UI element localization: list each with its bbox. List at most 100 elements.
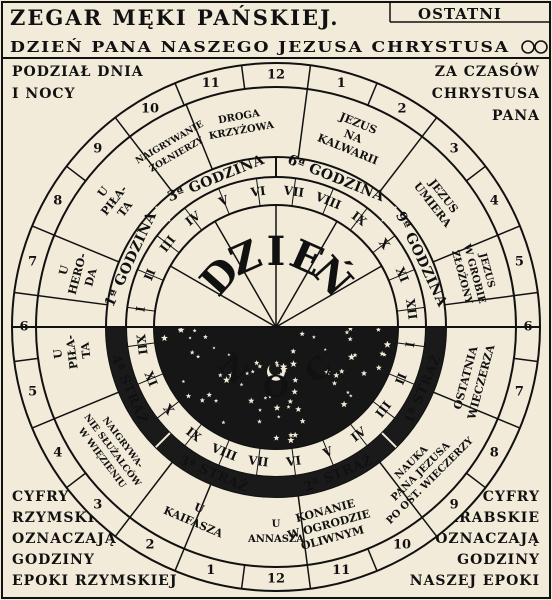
center-sector-line	[214, 220, 277, 328]
event-u-heroda-line: DA	[82, 267, 99, 288]
roman-numeral-day: XI	[393, 265, 412, 285]
hour-divider	[381, 432, 397, 448]
chi-rho-monogram-icon	[521, 40, 548, 54]
arabic-tick	[513, 357, 538, 363]
event-divider	[129, 461, 174, 518]
arabic-tick	[66, 472, 87, 489]
arabic-tick	[174, 82, 185, 106]
roman-numeral-night: XII	[133, 334, 150, 357]
roman-tick	[291, 447, 297, 476]
star-icon	[181, 379, 186, 384]
arabic-numeral: 9	[93, 141, 102, 156]
star-icon	[221, 420, 226, 425]
roman-tick	[322, 439, 334, 466]
center-sector-line	[169, 265, 277, 328]
arabic-numeral: 4	[490, 194, 499, 209]
corner-line: ZA CZASÓW	[435, 62, 540, 80]
corner-line: RZYMSKIE	[12, 510, 107, 526]
arabic-numeral: 11	[202, 76, 220, 91]
event-divider	[185, 104, 214, 170]
event-divider	[53, 391, 120, 420]
arabic-numeral: 4	[53, 446, 62, 461]
arabic-tick	[306, 564, 312, 589]
stars-pattern	[160, 325, 392, 444]
center-sector-line	[275, 220, 338, 328]
star-icon	[347, 325, 354, 332]
arabic-tick	[421, 117, 438, 138]
roman-tick	[218, 188, 230, 215]
roman-numeral-day: VII	[282, 183, 306, 200]
roman-tick	[156, 400, 180, 419]
star-icon	[212, 346, 216, 350]
star-icon	[273, 434, 280, 441]
roman-tick	[349, 207, 368, 231]
roman-tick	[388, 373, 415, 385]
roman-tick	[372, 235, 396, 254]
star-icon	[177, 326, 185, 333]
roman-tick	[137, 373, 164, 385]
star-icon	[375, 327, 381, 332]
star-icon	[248, 397, 255, 404]
star-icon	[185, 393, 192, 399]
roman-tick	[184, 423, 203, 447]
header-right: OSTATNI	[418, 5, 502, 23]
roman-numeral-night: II	[393, 371, 410, 387]
roman-numeral-night: I	[403, 341, 418, 349]
arabic-tick	[66, 165, 87, 182]
event-u-annasza-line: U	[272, 519, 281, 530]
corner-line: PANA	[492, 108, 540, 124]
corner-line: I NOCY	[12, 86, 76, 102]
star-icon	[160, 334, 168, 342]
roman-tick	[372, 400, 396, 419]
hour-divider	[155, 206, 171, 222]
roman-numeral-day: XII	[403, 298, 420, 321]
arabic-numeral: 1	[337, 76, 346, 91]
star-icon	[324, 368, 331, 376]
corner-line: CYFRY	[12, 489, 69, 505]
center-night-letter: O	[263, 370, 289, 405]
arabic-tick	[114, 516, 131, 537]
arabic-tick	[31, 418, 55, 429]
arabic-tick	[465, 165, 486, 182]
corner-line: ARABSKIE	[446, 510, 540, 526]
roman-tick	[291, 178, 297, 207]
event-u-pilata-2-line: U	[51, 348, 65, 360]
star-icon	[239, 382, 244, 387]
event-divider	[444, 294, 515, 306]
star-icon	[311, 335, 316, 339]
roman-numeral-night: VI	[284, 453, 302, 469]
roman-numeral-day: II	[141, 267, 158, 283]
star-icon	[218, 372, 223, 378]
star-icon	[196, 354, 201, 359]
roman-tick	[322, 188, 334, 215]
event-divider	[297, 495, 309, 566]
event-divider	[297, 88, 309, 159]
moon-icon	[266, 365, 285, 381]
star-icon	[290, 348, 297, 354]
star-icon	[199, 397, 205, 403]
roman-tick	[156, 235, 180, 254]
arabic-numeral: 3	[93, 498, 102, 513]
arabic-tick	[14, 357, 39, 363]
event-divider	[53, 234, 120, 263]
star-icon	[250, 369, 255, 374]
arabic-tick	[497, 418, 521, 429]
roman-tick	[388, 269, 415, 281]
star-icon	[276, 415, 281, 419]
arabic-numeral: 6	[523, 320, 532, 335]
arabic-numeral: 5	[515, 254, 524, 269]
arabic-tick	[31, 225, 55, 236]
arabic-tick	[513, 291, 538, 297]
roman-numeral-day: VI	[249, 184, 267, 200]
star-icon	[287, 398, 294, 404]
arabic-tick	[367, 82, 378, 106]
star-icon	[275, 362, 280, 368]
event-divider	[183, 483, 212, 550]
center-sector-line	[275, 265, 383, 328]
